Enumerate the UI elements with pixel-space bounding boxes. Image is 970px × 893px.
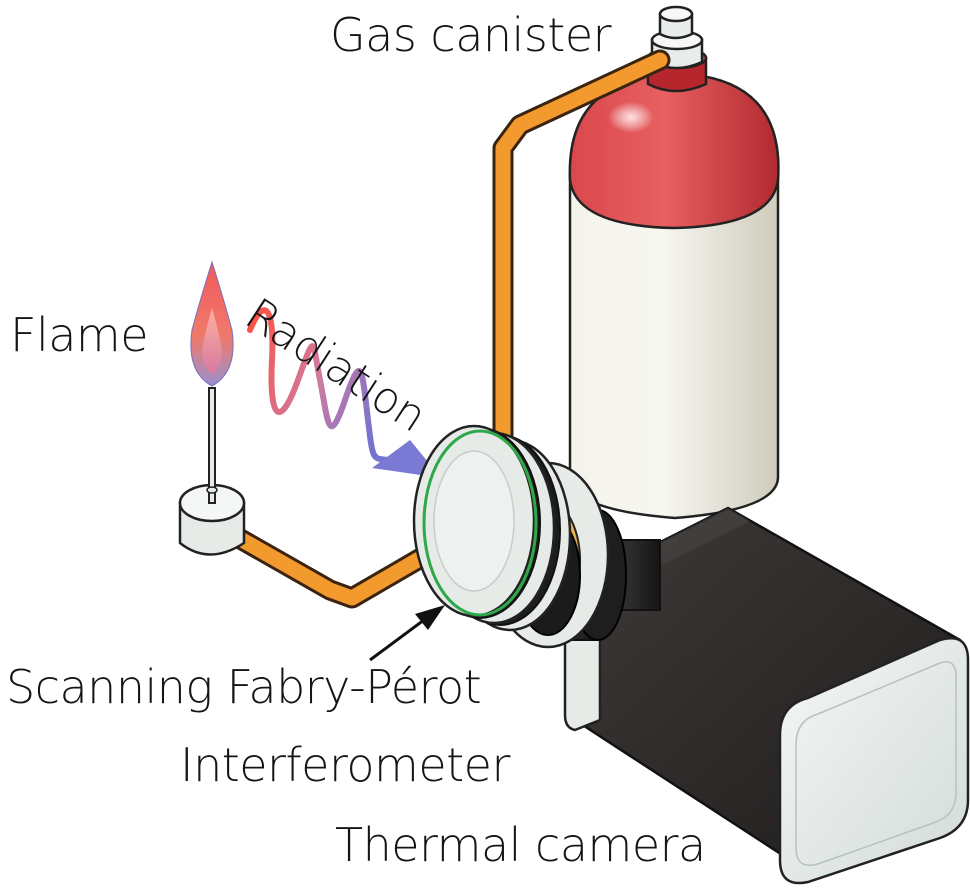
pointer-arrow	[369, 605, 445, 662]
flame-label: Flame	[10, 308, 149, 362]
thermal-camera-label: Thermal camera	[335, 818, 706, 872]
gas-canister-label: Gas canister	[330, 8, 612, 62]
flame-icon	[190, 260, 234, 387]
fabry-perot-label-line2: Interferometer	[180, 738, 510, 792]
fabry-perot-interferometer	[412, 424, 610, 649]
fabry-perot-label-line1: Scanning Fabry-Pérot	[6, 660, 482, 714]
burner	[178, 387, 246, 556]
gas-pipe	[226, 49, 671, 609]
